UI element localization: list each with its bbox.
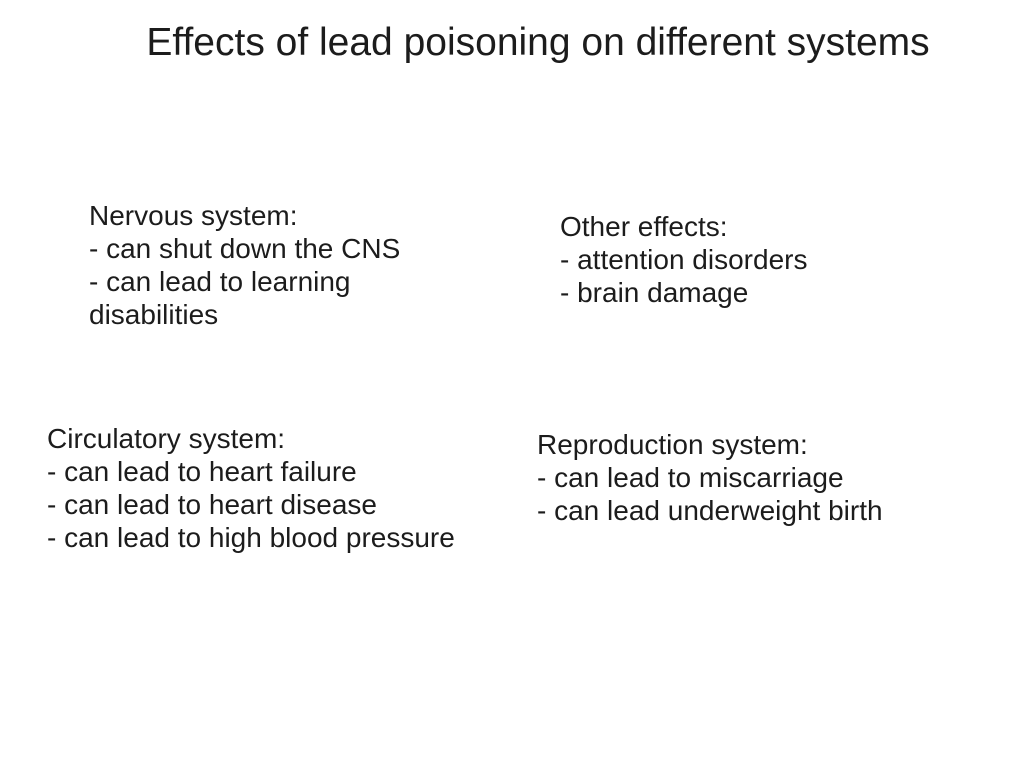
text-block-circulatory-system: Circulatory system: - can lead to heart … [47,422,455,554]
text-block-reproduction-system: Reproduction system: - can lead to misca… [537,428,883,527]
text-block-other-effects: Other effects: - attention disorders - b… [560,210,807,309]
bullet-line: - can shut down the CNS [89,233,401,264]
block-heading: Other effects: [560,211,728,242]
bullet-line: - can lead underweight birth [537,495,883,526]
slide-title: Effects of lead poisoning on different s… [146,21,930,64]
bullet-line: - can lead to miscarriage [537,462,844,493]
block-heading: Nervous system: [89,200,298,231]
bullet-line: - can lead to heart disease [47,489,377,520]
block-heading: Circulatory system: [47,423,286,454]
bullet-line: - brain damage [560,277,749,308]
bullet-line: - attention disorders [560,244,808,275]
text-block-nervous-system: Nervous system: - can shut down the CNS … [89,199,400,331]
bullet-line: - can lead to learning [89,266,351,297]
bullet-line: - can lead to heart failure [47,456,357,487]
block-heading: Reproduction system: [537,429,808,460]
bullet-line-continuation: disabilities [89,299,219,330]
bullet-line: - can lead to high blood pressure [47,522,455,553]
